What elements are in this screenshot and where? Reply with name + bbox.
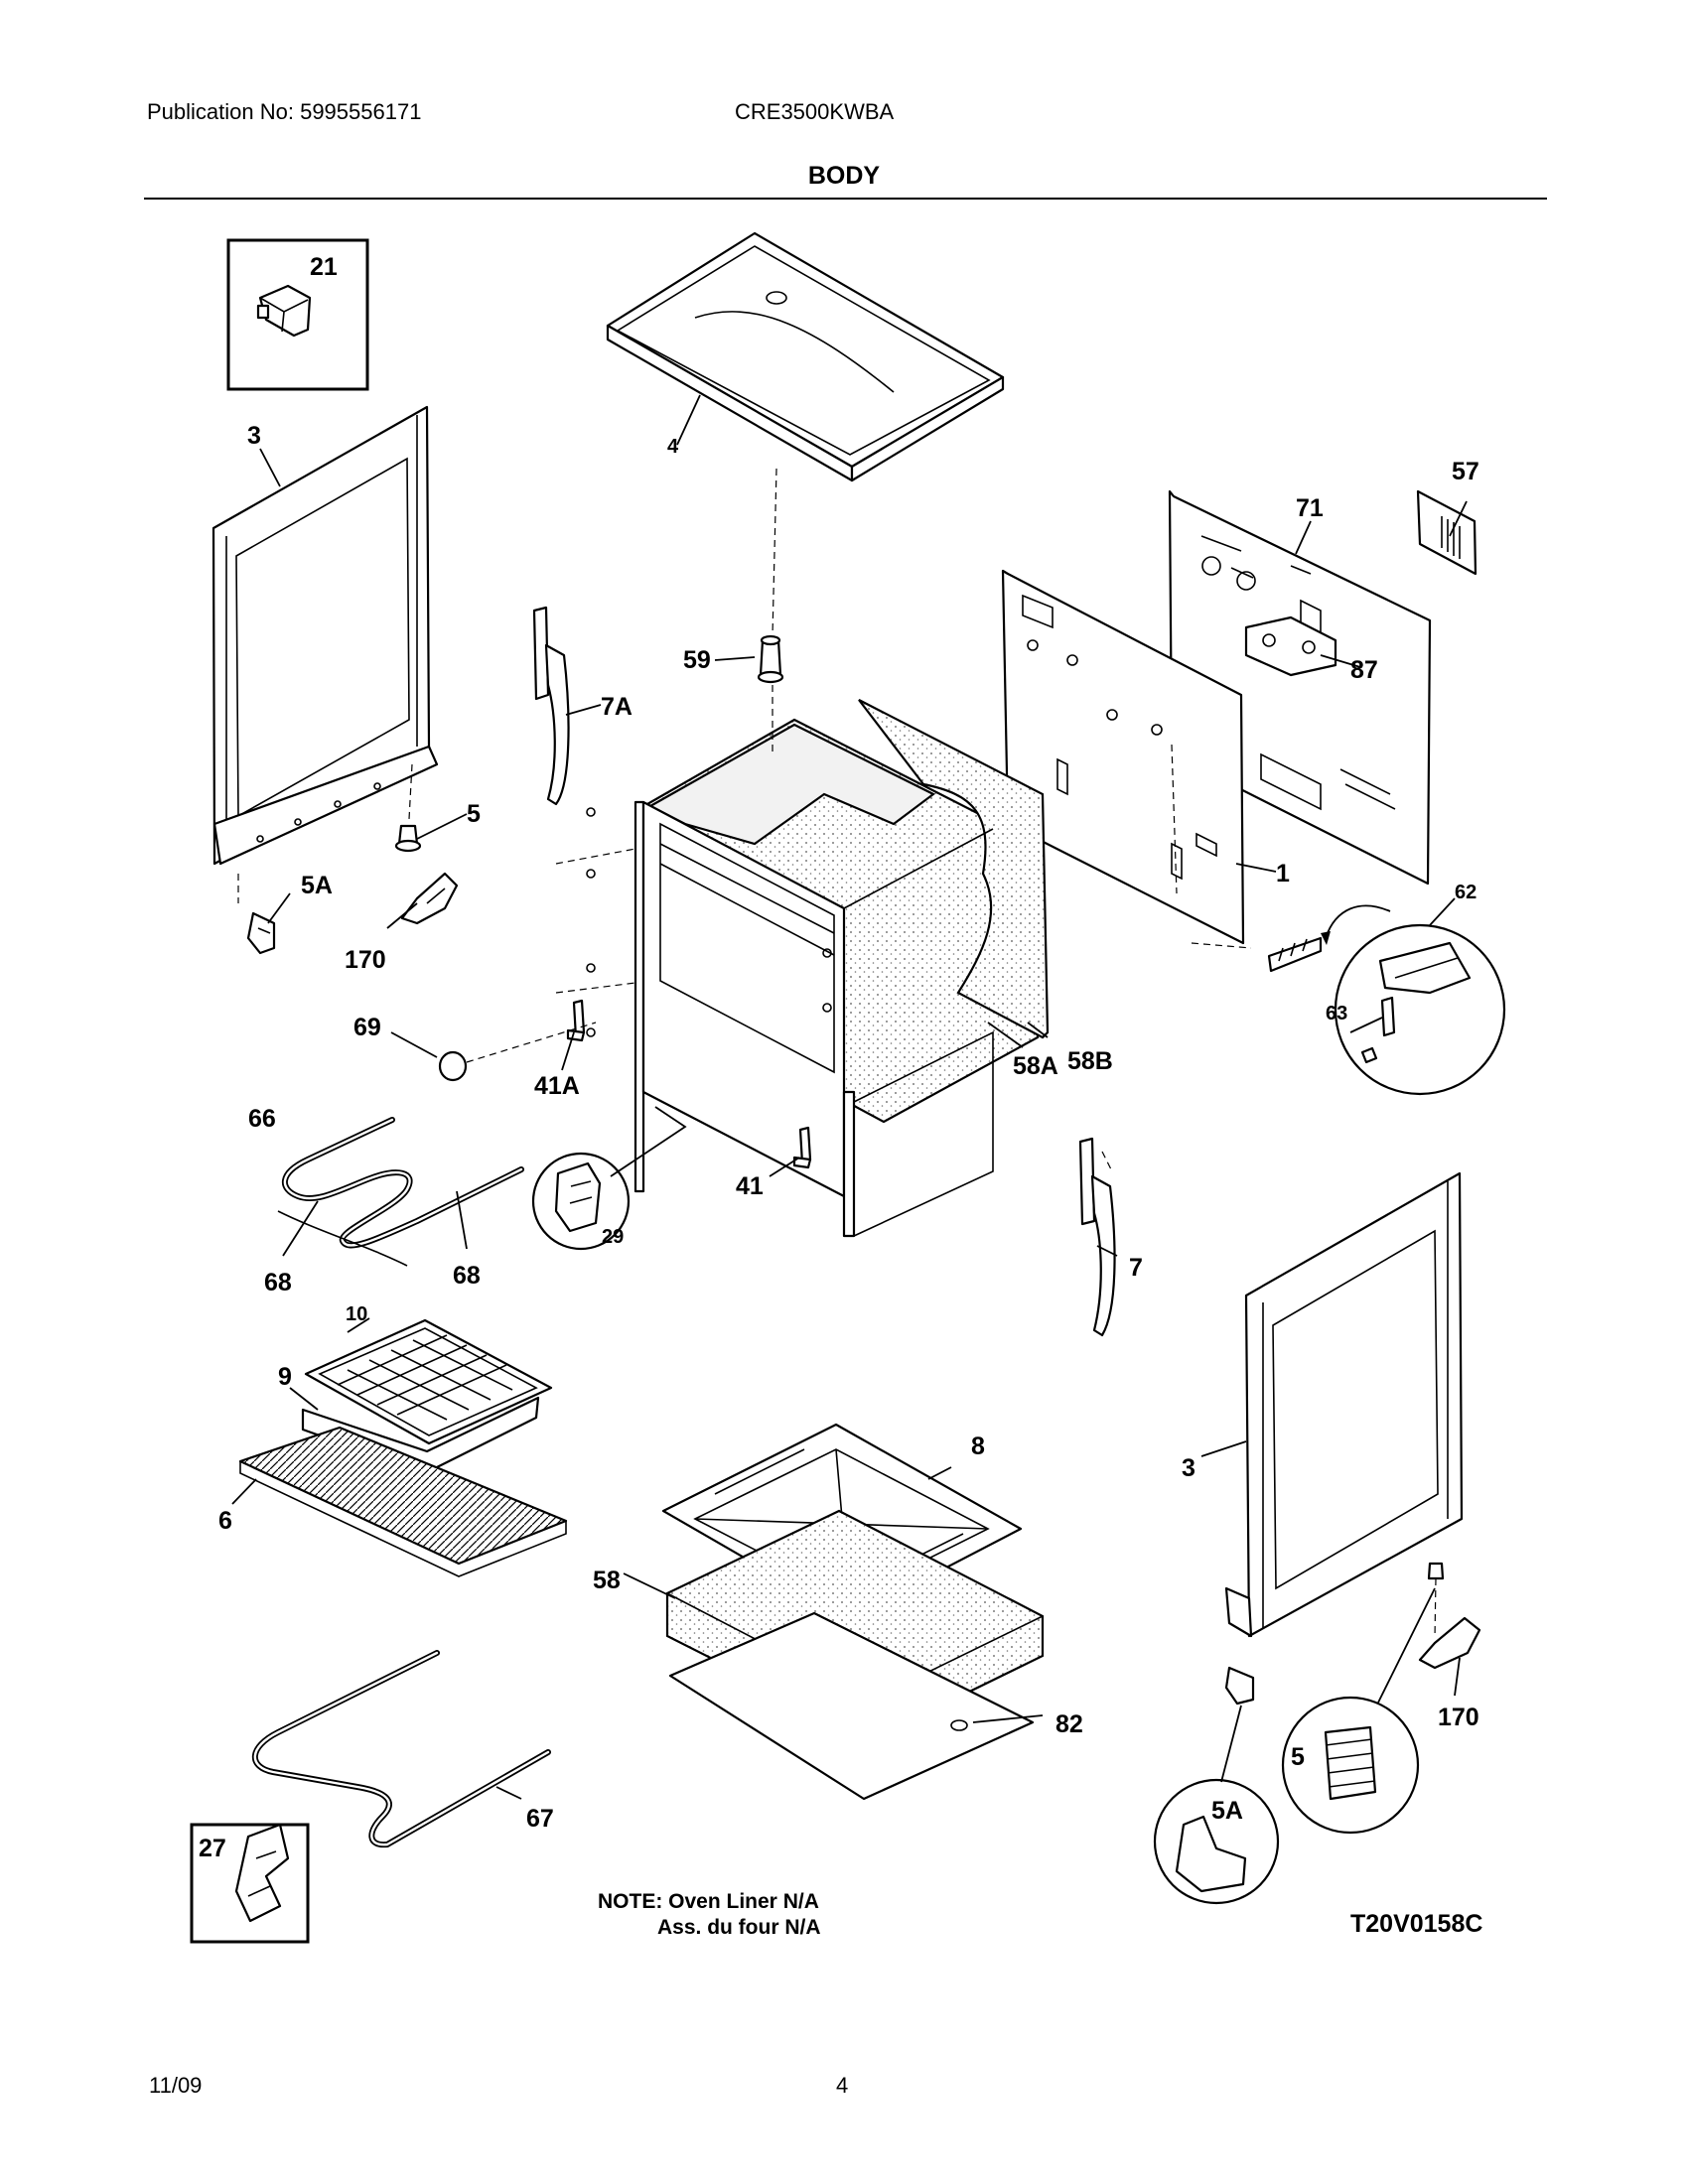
callout-68-b: 68 xyxy=(453,1262,481,1290)
callout-5-right: 5 xyxy=(1291,1743,1305,1771)
callout-7A: 7A xyxy=(601,693,633,721)
part-7-right-hinge xyxy=(1078,1137,1116,1337)
callout-7: 7 xyxy=(1129,1254,1143,1282)
part-57-wiring-label xyxy=(1416,489,1477,576)
callout-170-left: 170 xyxy=(345,946,386,974)
part-10-broiler-pan-grid xyxy=(304,1318,553,1445)
callout-82: 82 xyxy=(1055,1710,1083,1738)
part-69-lamp-lens xyxy=(438,1050,468,1082)
part-29-clip-detail xyxy=(531,1152,631,1251)
part-41A-clip xyxy=(566,999,586,1042)
callout-6: 6 xyxy=(218,1507,232,1535)
callout-1: 1 xyxy=(1276,860,1290,887)
part-170-left-bracket xyxy=(400,872,459,925)
callout-59: 59 xyxy=(683,646,711,674)
note-line-1: NOTE: Oven Liner N/A xyxy=(598,1890,819,1913)
callout-67: 67 xyxy=(526,1805,554,1833)
callout-66: 66 xyxy=(248,1105,276,1133)
callout-41: 41 xyxy=(736,1172,764,1200)
callout-58B: 58B xyxy=(1067,1047,1113,1075)
part-4-top-panel xyxy=(606,231,1005,482)
footer-date: 11/09 xyxy=(149,2073,203,2098)
note-line-2: Ass. du four N/A xyxy=(657,1916,821,1939)
part-5-right-leveler-detail xyxy=(1281,1562,1445,1835)
part-27-bracket-inset xyxy=(190,1823,310,1944)
callout-21: 21 xyxy=(310,253,338,281)
part-7A-left-hinge xyxy=(532,606,570,806)
callout-170-right: 170 xyxy=(1438,1704,1479,1731)
part-6-oven-rack xyxy=(238,1426,568,1577)
publication-number: Publication No: 5995556171 xyxy=(147,99,422,124)
page-number: 4 xyxy=(836,2073,849,2098)
callout-41A: 41A xyxy=(534,1072,580,1100)
part-3-right-side-panel xyxy=(1224,1171,1464,1638)
callout-3-right: 3 xyxy=(1182,1454,1196,1482)
part-5A-left-bracket xyxy=(246,911,276,955)
part-62-terminal-block-detail xyxy=(1267,904,1506,1096)
page-title: BODY xyxy=(807,162,881,190)
callout-5A-right: 5A xyxy=(1211,1797,1243,1825)
callout-71: 71 xyxy=(1296,494,1324,522)
callout-58A: 58A xyxy=(1013,1052,1058,1080)
part-82-bottom-panel xyxy=(668,1611,1035,1801)
callout-29: 29 xyxy=(602,1226,624,1248)
callout-87: 87 xyxy=(1350,656,1378,684)
part-41-clip xyxy=(792,1126,812,1169)
callout-4: 4 xyxy=(667,436,679,458)
callout-69: 69 xyxy=(353,1014,381,1041)
part-170-right-bracket xyxy=(1418,1616,1481,1670)
part-5A-right-bracket-detail xyxy=(1153,1666,1280,1905)
oven-cavity-assembly xyxy=(586,699,1050,1238)
part-3-left-side-panel xyxy=(211,405,439,866)
diagram-code: T20V0158C xyxy=(1350,1910,1482,1938)
part-21-bracket-inset xyxy=(226,238,369,391)
callout-57: 57 xyxy=(1452,458,1479,485)
callout-68-a: 68 xyxy=(264,1269,292,1297)
dashed-reference-lines xyxy=(237,468,1437,1639)
callout-5-left: 5 xyxy=(467,800,481,828)
callout-5A-left: 5A xyxy=(301,872,333,899)
part-66-broil-element xyxy=(277,1117,524,1267)
callout-63: 63 xyxy=(1326,1003,1347,1024)
header-rule xyxy=(144,198,1547,200)
part-67-bake-element xyxy=(251,1650,551,1848)
callout-10: 10 xyxy=(346,1303,367,1325)
callout-9: 9 xyxy=(278,1363,292,1391)
callout-27: 27 xyxy=(199,1835,226,1862)
callout-58: 58 xyxy=(593,1567,621,1594)
callout-62: 62 xyxy=(1455,882,1477,903)
model-number: CRE3500KWBA xyxy=(735,99,895,124)
callout-8: 8 xyxy=(971,1433,985,1460)
part-5-left-leveler xyxy=(394,824,422,853)
callout-3-left: 3 xyxy=(247,422,261,450)
leader-lines xyxy=(231,394,1468,1800)
part-59-spacer xyxy=(757,634,784,684)
